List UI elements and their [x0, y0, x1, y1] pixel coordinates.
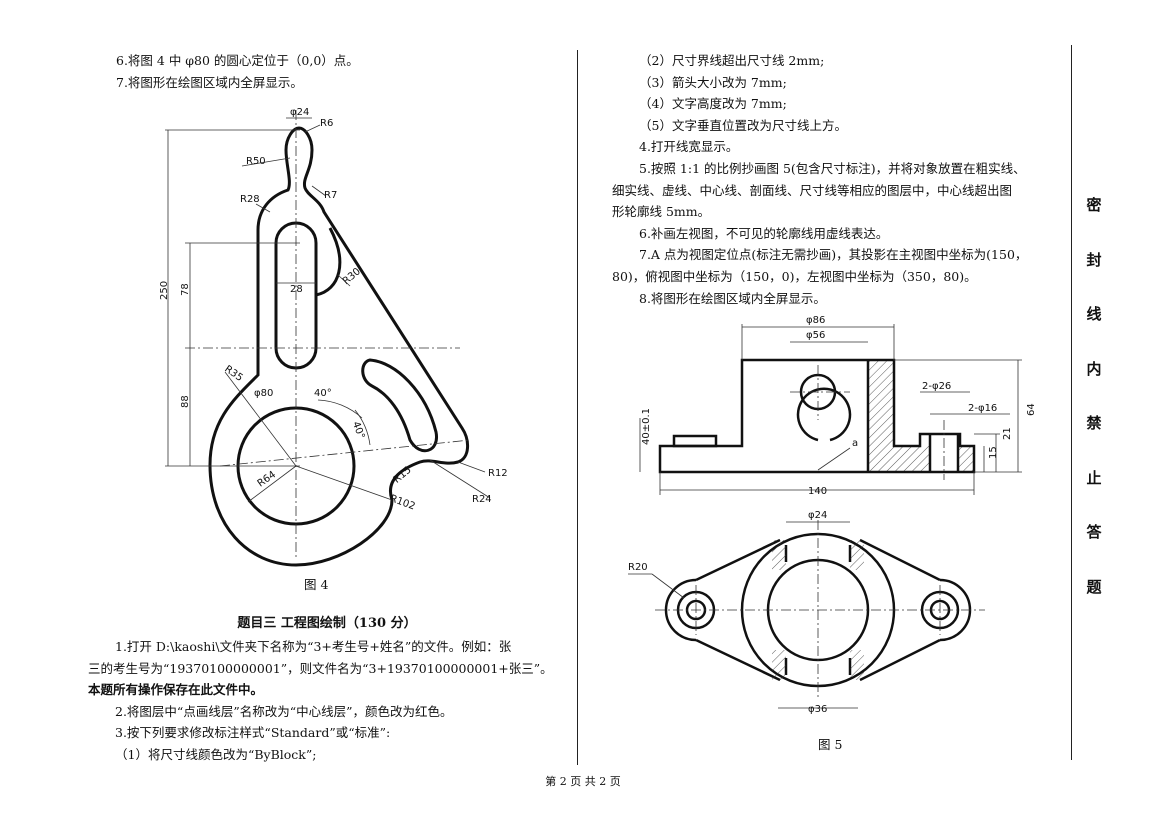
task5-line-c: 形轮廓线 5mm。 [612, 204, 711, 220]
fig5-label-d36: φ36 [808, 704, 827, 715]
section-title: 题目三 工程图绘制（130 分） [237, 616, 417, 631]
figure-4-drawing: φ24 R6 R50 R7 R28 R30 28 250 78 88 R35 φ… [159, 107, 508, 567]
seal-char: 内 [1086, 359, 1102, 378]
fig4-label-d88: 88 [180, 395, 191, 408]
step6-text: 6.将图 4 中 φ80 的圆心定位于（0,0）点。 [116, 53, 359, 68]
fig4-arc-slot [361, 358, 438, 453]
seal-char: 答 [1086, 523, 1102, 541]
task1-line-a: 1.打开 D:\kaoshi\文件夹下名称为“3+考生号+姓名”的文件。例如：张 [115, 639, 512, 654]
fig4-label-d78: 78 [180, 283, 191, 296]
fig5-caption: 图 5 [818, 737, 843, 752]
figure-5-drawing: φ86 φ56 2-φ26 2-φ16 40±0.1 64 21 15 140 … [628, 315, 1037, 715]
task5-line-b: 细实线、虚线、中心线、剖面线、尺寸线等相应的图层中，中心线超出图 [612, 182, 1013, 198]
fig5-label-d2-16: 2-φ16 [968, 403, 997, 414]
task1-line-b: 三的考生号为“19370100000001”，则文件名为“3+193701000… [88, 660, 553, 676]
fig4-label-r7: R7 [324, 190, 337, 201]
task2-text: 2.将图层中“点画线层”名称改为“中心线层”，颜色改为红色。 [115, 703, 453, 719]
seal-char: 禁 [1086, 414, 1102, 432]
fig5-label-d86: φ86 [806, 315, 825, 326]
fig4-label-r28: R28 [240, 194, 260, 205]
fig4-label-d24: φ24 [290, 107, 309, 118]
seal-text: 密 封 线 内 禁 止 答 题 [1084, 198, 1104, 634]
right-text: （2）尺寸界线超出尺寸线 2mm; （3）箭头大小改为 7mm; （4）文字高度… [612, 50, 1027, 309]
fig5-label-a: a [852, 438, 858, 449]
seal-char: 题 [1086, 577, 1102, 596]
fig4-label-r12: R12 [488, 468, 508, 479]
page-footer: 第 2 页 共 2 页 [545, 775, 621, 788]
task3-item4: （4）文字高度改为 7mm; [639, 96, 787, 112]
fig4-inner-curve [315, 227, 342, 297]
fig5-label-d40: 40±0.1 [641, 408, 652, 445]
task7-line-b: 80)，俯视图中坐标为（150，0)，左视图中坐标为（350，80)。 [612, 268, 977, 284]
fig4-label-r50: R50 [246, 156, 266, 167]
fig4-outline [208, 126, 469, 567]
seal-char: 密 [1086, 196, 1102, 214]
fig4-label-r64: R64 [256, 469, 278, 489]
task3-item1: （1）将尺寸线颜色改为“ByBlock”; [115, 746, 317, 762]
task3-item3: （3）箭头大小改为 7mm; [639, 74, 787, 90]
fig5-front-view [658, 358, 976, 474]
left-top-text: 6.将图 4 中 φ80 的圆心定位于（0,0）点。 7.将图形在绘图区域内全屏… [116, 50, 359, 93]
task4-text: 4.打开线宽显示。 [639, 139, 739, 155]
fig4-label-r35: R35 [222, 364, 244, 384]
fig5-label-d24: φ24 [808, 510, 827, 521]
task3-item5: （5）文字垂直位置改为尺寸线上方。 [639, 117, 847, 133]
fig5-label-d21: 21 [1002, 427, 1013, 440]
fig4-label-r102: R102 [388, 493, 416, 512]
task7-line-a: 7.A 点为视图定位点(标注无需抄画)，其投影在主视图中坐标为(150， [639, 247, 1028, 263]
column-divider [577, 50, 578, 765]
task3-text: 3.按下列要求修改标注样式“Standard”或“标准”: [115, 725, 391, 740]
fig4-label-r24: R24 [472, 494, 492, 505]
task5-line-a: 5.按照 1:1 的比例抄画图 5(包含尺寸标注)，并将对象放置在粗实线、 [639, 160, 1026, 176]
fig4-label-d250: 250 [159, 281, 170, 300]
seal-line [1071, 45, 1072, 760]
seal-char: 封 [1086, 250, 1102, 269]
fig4-label-r6: R6 [320, 118, 333, 129]
fig4-label-a40a: 40° [314, 388, 332, 399]
fig4-label-w28: 28 [290, 284, 303, 295]
task1-line-c: 本题所有操作保存在此文件中。 [88, 682, 264, 697]
task6-text: 6.补画左视图，不可见的轮廓线用虚线表达。 [639, 225, 889, 241]
fig5-label-d15: 15 [988, 446, 999, 459]
task3-item2: （2）尺寸界线超出尺寸线 2mm; [639, 53, 825, 68]
seal-char: 止 [1086, 468, 1102, 487]
fig4-caption: 图 4 [304, 577, 329, 592]
fig5-label-d140: 140 [808, 486, 827, 497]
task8-text: 8.将图形在绘图区域内全屏显示。 [639, 290, 826, 306]
left-bottom-text: 1.打开 D:\kaoshi\文件夹下名称为“3+考生号+姓名”的文件。例如：张… [88, 636, 553, 765]
fig4-label-d80: φ80 [254, 388, 273, 399]
step7-text: 7.将图形在绘图区域内全屏显示。 [116, 74, 303, 90]
fig5-label-d56: φ56 [806, 330, 825, 341]
seal-char: 线 [1086, 305, 1102, 323]
fig5-label-d64: 64 [1026, 403, 1037, 416]
fig5-label-r20: R20 [628, 562, 648, 573]
fig5-label-d2-26: 2-φ26 [922, 381, 951, 392]
